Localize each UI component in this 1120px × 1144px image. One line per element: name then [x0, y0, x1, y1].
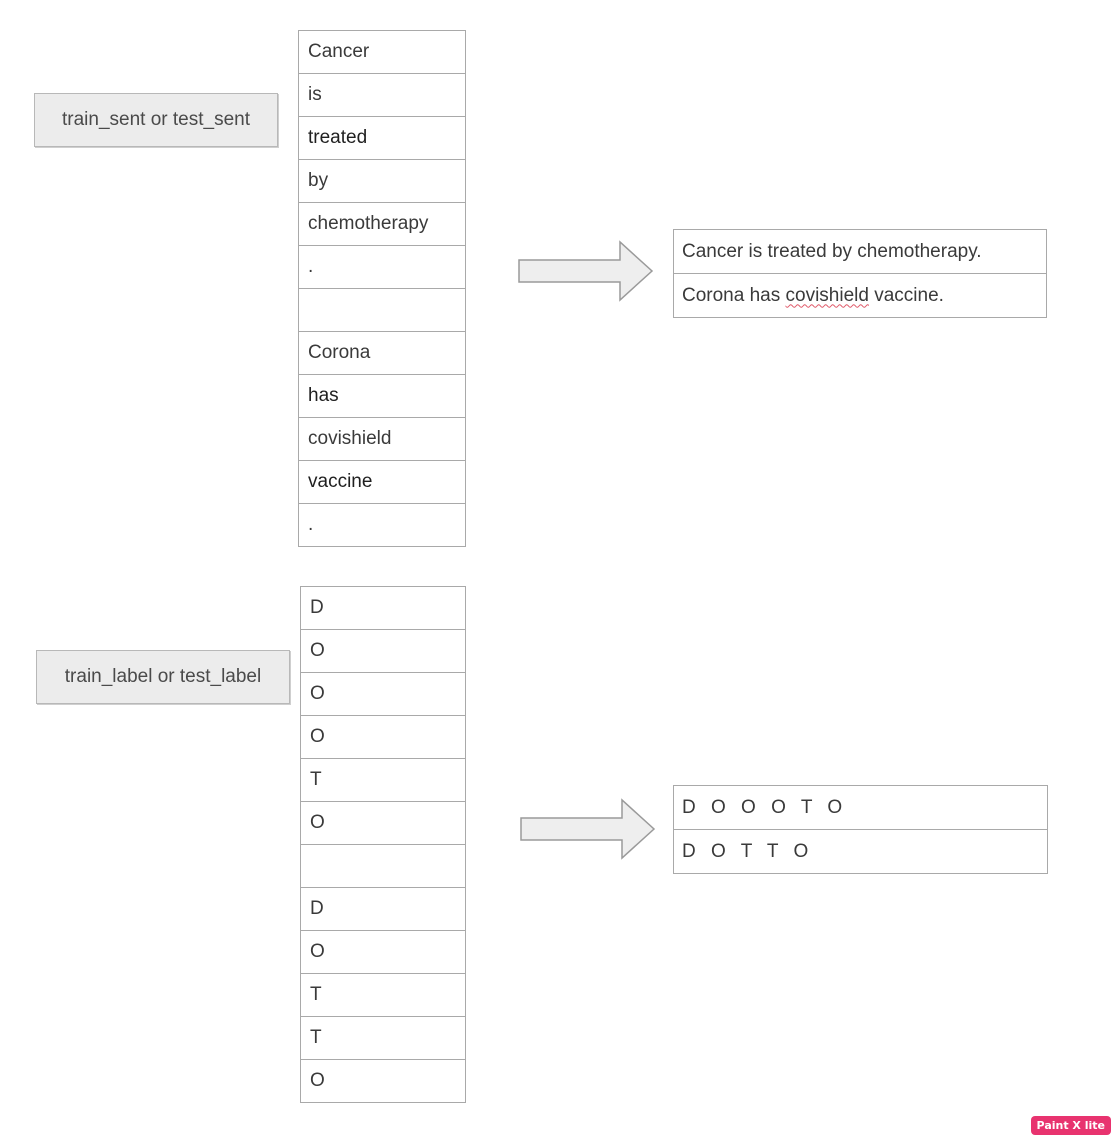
- sent-label-text: train_sent or test_sent: [62, 109, 250, 130]
- label-token-table: D O O O T O D O T T O: [300, 586, 466, 1103]
- token-cell: vaccine: [299, 461, 465, 504]
- sent-token-table: Cancer is treated by chemotherapy . Coro…: [298, 30, 466, 547]
- tag-cell: T: [301, 759, 465, 802]
- tag-cell: D: [301, 888, 465, 931]
- token-cell: chemotherapy: [299, 203, 465, 246]
- tag-cell: O: [301, 716, 465, 759]
- token-cell: .: [299, 504, 465, 547]
- token-cell: by: [299, 160, 465, 203]
- token-cell: is: [299, 74, 465, 117]
- sent-result-table: Cancer is treated by chemotherapy. Coron…: [673, 229, 1047, 318]
- result-row: D O T T O: [674, 830, 1047, 874]
- tag-cell-empty: [301, 845, 465, 888]
- token-cell: Corona: [299, 332, 465, 375]
- spellcheck-underlined-word: covishield: [785, 284, 869, 306]
- token-cell-empty: [299, 289, 465, 332]
- tag-cell: T: [301, 974, 465, 1017]
- token-cell: .: [299, 246, 465, 289]
- right-arrow-icon: [518, 240, 654, 302]
- result-row: Corona has covishield vaccine.: [674, 274, 1046, 318]
- tag-cell: O: [301, 673, 465, 716]
- token-cell: covishield: [299, 418, 465, 461]
- result-row: D O O O T O: [674, 786, 1047, 830]
- watermark-badge: Paint X lite: [1030, 1116, 1111, 1135]
- token-cell: Cancer: [299, 31, 465, 74]
- label-result-table: D O O O T O D O T T O: [673, 785, 1048, 874]
- tag-cell: O: [301, 802, 465, 845]
- tag-cell: T: [301, 1017, 465, 1060]
- tag-cell: O: [301, 630, 465, 673]
- result-row: Cancer is treated by chemotherapy.: [674, 230, 1046, 274]
- sent-label-box: train_sent or test_sent: [34, 93, 278, 147]
- label-label-text: train_label or test_label: [64, 666, 262, 687]
- tag-cell: O: [301, 1060, 465, 1103]
- token-cell: has: [299, 375, 465, 418]
- right-arrow-icon: [520, 798, 656, 860]
- label-label-box: train_label or test_label: [36, 650, 290, 704]
- token-cell: treated: [299, 117, 465, 160]
- tag-cell: D: [301, 587, 465, 630]
- tag-cell: O: [301, 931, 465, 974]
